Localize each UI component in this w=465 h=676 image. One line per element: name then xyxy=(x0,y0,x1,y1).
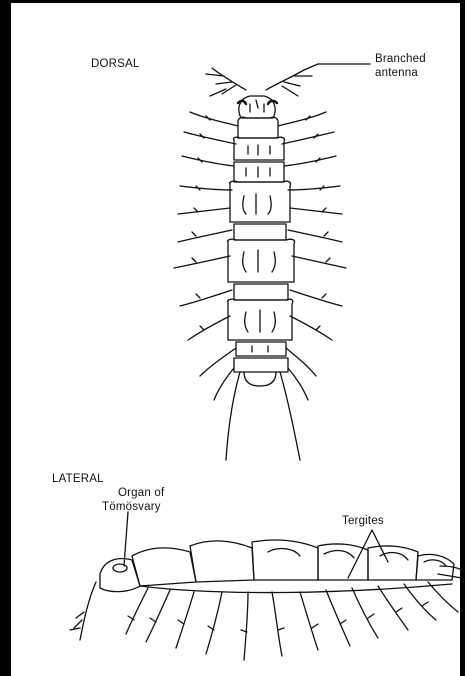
tergites-callout-label: Tergites xyxy=(342,515,384,528)
dorsal-trunk xyxy=(228,117,295,386)
lateral-trunk xyxy=(132,540,462,593)
organ-callout-line xyxy=(124,512,128,566)
dorsal-view xyxy=(174,64,370,460)
organ-callout-label-line-2: Tömösvary xyxy=(102,501,161,514)
lateral-legs xyxy=(126,582,458,660)
tomosvary-organ xyxy=(113,564,127,572)
dorsal-antennae xyxy=(206,64,318,96)
dorsal-view-label: DORSAL xyxy=(91,58,140,71)
lateral-view xyxy=(70,512,462,660)
antenna-callout-label-line-2: antenna xyxy=(375,67,418,80)
lateral-antenna xyxy=(70,582,96,640)
organ-callout-label-line-1: Organ of xyxy=(118,487,164,500)
dorsal-legs-left xyxy=(174,112,240,460)
dorsal-head xyxy=(238,96,277,118)
lateral-view-label: LATERAL xyxy=(52,473,104,486)
antenna-callout-label-line-1: Branched xyxy=(375,53,426,66)
